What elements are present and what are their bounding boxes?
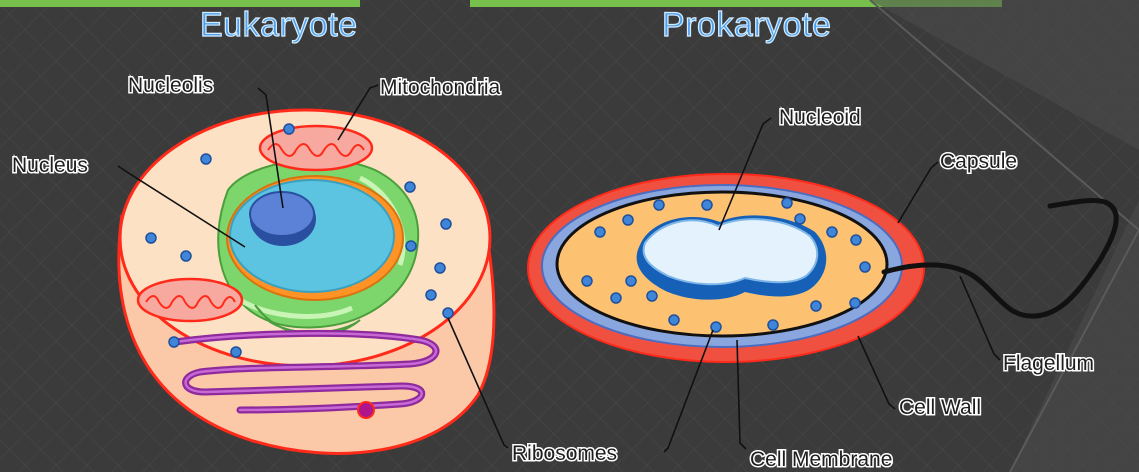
label-nucleolis: Nucleolis bbox=[128, 74, 213, 97]
label-ribosomes: Ribosomes bbox=[512, 442, 617, 465]
label-cell-wall: Cell Wall bbox=[899, 396, 981, 419]
mitochondrion-left bbox=[138, 279, 242, 321]
leader-cell-wall bbox=[858, 336, 895, 409]
label-cell-membrane: Cell Membrane bbox=[750, 448, 892, 471]
eukaryote-cell bbox=[119, 110, 494, 453]
label-mitochondria: Mitochondria bbox=[380, 76, 501, 99]
leader-capsule bbox=[898, 162, 938, 223]
label-nucleoid: Nucleoid bbox=[779, 106, 861, 129]
vesicle bbox=[358, 402, 374, 418]
label-flagellum: Flagellum bbox=[1003, 352, 1094, 375]
nucleoid bbox=[644, 219, 818, 284]
label-nucleus: Nucleus bbox=[12, 154, 88, 177]
leader-flagellum bbox=[960, 276, 1000, 360]
nucleus bbox=[230, 180, 394, 292]
label-capsule: Capsule bbox=[940, 150, 1017, 173]
prokaryote-cell bbox=[528, 174, 1116, 362]
